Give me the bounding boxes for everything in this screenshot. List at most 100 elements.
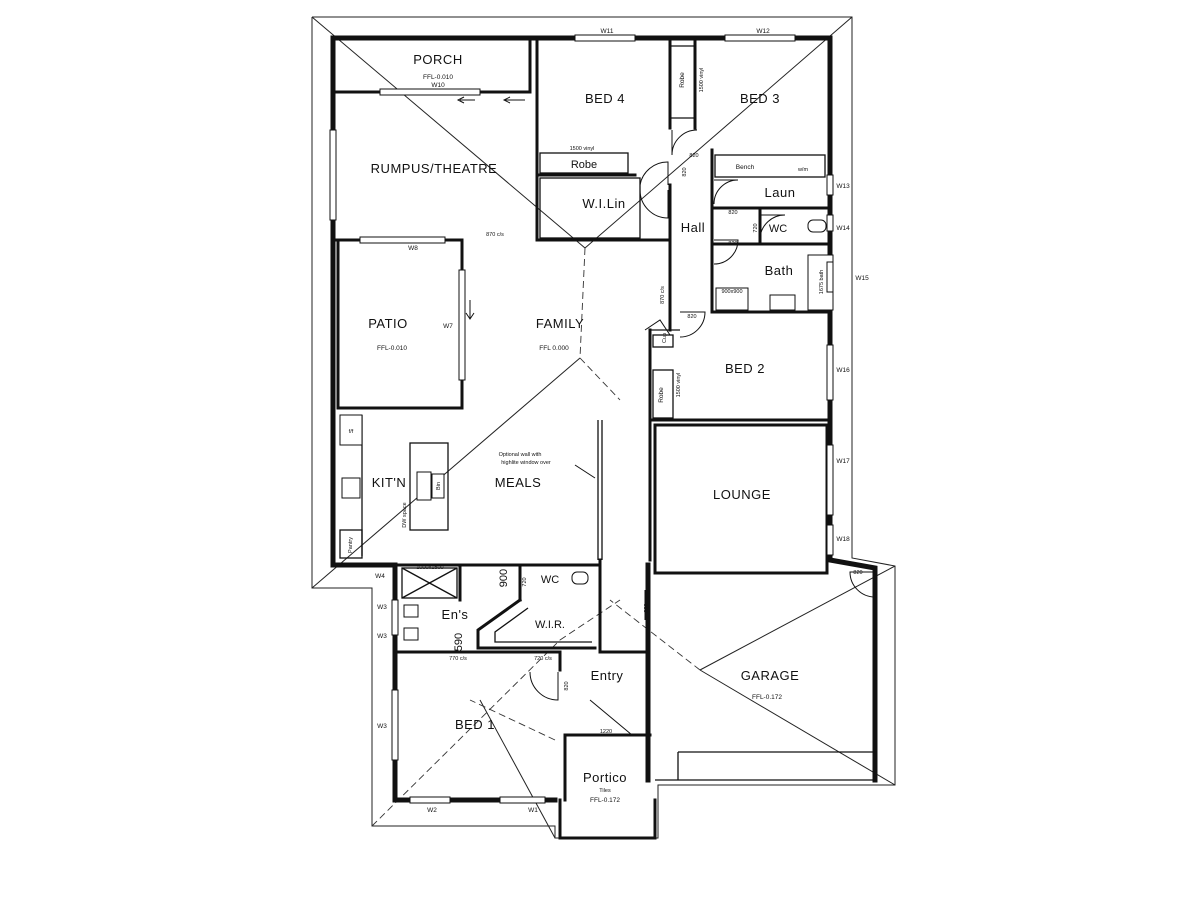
room-label-entry: Entry — [591, 668, 624, 683]
room-label-robe-bed4: Robe — [571, 159, 597, 171]
room-label-laun: Laun — [765, 185, 796, 200]
room-label-garage: GARAGE — [741, 668, 800, 683]
label-bin: Bin — [436, 482, 442, 490]
ffl-porch: FFL-0.010 — [423, 74, 453, 81]
label-cup: Cup — [662, 333, 668, 343]
window-labels: W1 W2 W3 W3 W3 W4 W7 W8 W10 W11 W12 W13 … — [375, 28, 869, 814]
window-label-w3-b: W3 — [377, 633, 387, 640]
window-label-w13: W13 — [836, 183, 850, 190]
room-label-ens: En's — [442, 607, 469, 622]
note-vinyl-bed4: 1500 vinyl — [570, 146, 595, 152]
door-size-820-b: 820 — [728, 210, 737, 216]
note-vinyl-robe2: 1500 vinyl — [676, 373, 682, 398]
room-label-rumpus: RUMPUS/THEATRE — [371, 161, 498, 176]
room-label-bed2: BED 2 — [725, 361, 765, 376]
interior-walls — [331, 38, 834, 672]
room-label-robe-bed2: Robe — [658, 387, 665, 403]
window-label-w4: W4 — [375, 573, 385, 580]
room-label-porch: PORCH — [413, 52, 462, 67]
label-pantry: Pantry — [348, 537, 354, 553]
window-label-w14: W14 — [836, 225, 850, 232]
door-size-820-d: 820 — [687, 314, 696, 320]
window-w10 — [379, 88, 481, 96]
window-label-w7: W7 — [443, 323, 453, 330]
window-w13 — [826, 174, 834, 196]
room-labels: PORCH FFL-0.010 BED 4 BED 3 RUMPUS/THEAT… — [348, 52, 808, 804]
window-w2 — [409, 796, 451, 804]
room-label-portico: Portico — [583, 770, 627, 785]
door-size-820-f: 820 — [564, 681, 570, 690]
window-label-w2: W2 — [427, 807, 437, 814]
window-w3-bed1 — [391, 689, 399, 761]
window-w9 — [329, 129, 337, 221]
notes: Optional wall with highlite window over … — [416, 68, 862, 735]
ffl-portico: FFL-0.172 — [590, 797, 620, 804]
door-size-820-a: 820 — [689, 153, 698, 159]
window-label-w3-a: W3 — [377, 604, 387, 611]
room-label-kitchen: KIT'N — [372, 475, 407, 490]
room-label-hall: Hall — [681, 220, 705, 235]
roof-outline — [311, 16, 896, 839]
room-label-bath: Bath — [765, 263, 794, 278]
door-size-770: 770 c/s — [449, 656, 467, 662]
note-ens-shower: 1000x1500 — [416, 565, 443, 571]
note-vinyl-robe3: 1500 vinyl — [699, 68, 705, 93]
room-label-bed1: BED 1 — [455, 717, 495, 732]
note-bath-size: 1675 bath — [819, 270, 825, 294]
label-portico-tiles: Tiles — [599, 788, 611, 794]
note-optional-wall-2: highlite window over — [501, 460, 551, 466]
room-label-bed4: BED 4 — [585, 91, 625, 106]
door-size-720-a: 720 — [753, 223, 759, 232]
ffl-family: FFL 0.000 — [539, 345, 569, 352]
window-w17 — [826, 444, 834, 516]
ffl-garage: FFL-0.172 — [752, 694, 782, 701]
note-optional-wall-1: Optional wall with — [499, 452, 542, 458]
room-label-patio: PATIO — [368, 316, 408, 331]
window-w12 — [724, 34, 796, 42]
window-w8 — [359, 236, 446, 244]
label-bench: Bench — [736, 164, 755, 171]
window-label-w16: W16 — [836, 367, 850, 374]
door-size-820-c: 820 — [728, 241, 737, 247]
window-w16 — [826, 344, 834, 401]
exterior-walls — [330, 35, 878, 840]
door-size-720-cs: 720 c/s — [534, 656, 552, 662]
window-label-w17: W17 — [836, 458, 850, 465]
door-size-870-a: 870 c/s — [486, 232, 504, 238]
window-w11 — [574, 34, 636, 42]
note-shower-size: 900x900 — [721, 289, 742, 295]
room-label-wilin: W.I.Lin — [582, 196, 625, 211]
room-label-meals: MEALS — [495, 475, 542, 490]
room-label-robe-bed3: Robe — [679, 72, 686, 88]
window-w14 — [826, 214, 834, 232]
door-size-820-e: 820 — [853, 570, 862, 576]
window-w18 — [826, 524, 834, 556]
window-w7 — [458, 269, 466, 381]
window-label-w3-c: W3 — [377, 723, 387, 730]
room-label-family: FAMILY — [536, 316, 584, 331]
window-label-w10: W10 — [431, 82, 445, 89]
dim-900: 900 — [498, 569, 510, 587]
room-label-wc-main: WC — [769, 223, 787, 235]
window-w15 — [826, 261, 834, 293]
window-label-w11: W11 — [601, 28, 614, 35]
label-ff: f/f — [349, 429, 354, 435]
window-label-w1: W1 — [528, 807, 538, 814]
label-wm: w/m — [797, 167, 809, 173]
dim-590: 590 — [453, 633, 465, 651]
door-size-820-g: 820 — [644, 603, 650, 612]
label-dw-space: DW space — [402, 502, 408, 527]
window-w3-ens — [391, 599, 399, 636]
room-label-lounge: LOUNGE — [713, 487, 771, 502]
window-w1 — [499, 796, 546, 804]
window-label-w8: W8 — [408, 245, 418, 252]
windows — [329, 34, 834, 804]
door-size-870-b: 870 c/s — [660, 286, 666, 304]
room-label-wir: W.I.R. — [535, 619, 565, 631]
window-label-w18: W18 — [836, 536, 850, 543]
room-label-wc-ens: WC — [541, 574, 559, 586]
window-label-w15: W15 — [855, 275, 869, 282]
door-size-820-h: 820 — [682, 167, 688, 176]
door-size-720-b: 720 — [522, 577, 528, 586]
